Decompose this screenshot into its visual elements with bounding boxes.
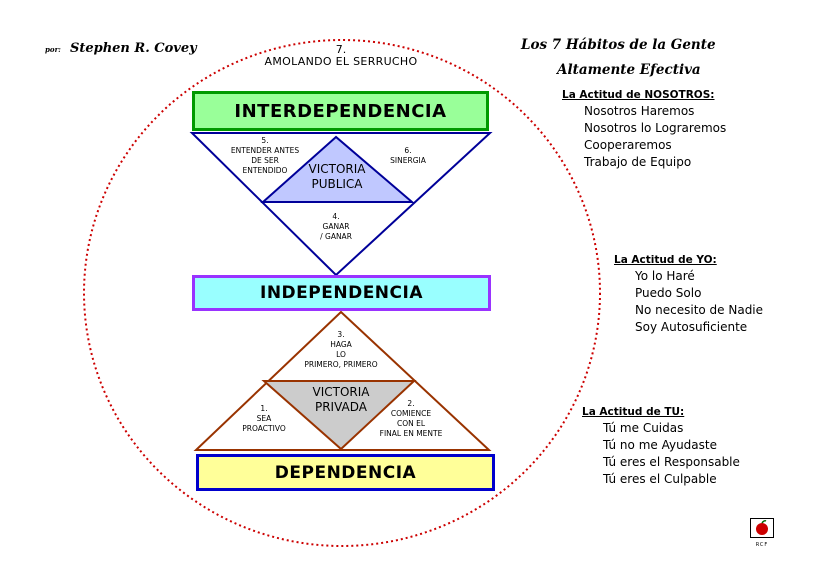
habit-1-line-1: SEA <box>256 414 272 423</box>
habit-6-label: 6. SINERGIA <box>375 146 441 166</box>
habit-5-line-3: ENTENDIDO <box>242 166 288 175</box>
actitud-tu-item: Tú no me Ayudaste <box>603 438 717 452</box>
actitud-tu-item: Tú me Cuidas <box>603 421 684 435</box>
actitud-yo-item: Soy Autosuficiente <box>635 320 748 334</box>
rcf-logo-caption: RCF <box>755 542 769 548</box>
actitud-tu: La Actitud de TU: Tú me Cuidas Tú no me … <box>582 406 740 488</box>
habit-4-line-2: / GANAR <box>320 232 352 241</box>
habit-2-line-3: FINAL EN MENTE <box>379 429 443 438</box>
habit-4-number: 4. <box>332 212 340 221</box>
victoria-publica-line-2: PUBLICA <box>311 177 363 191</box>
habit-5-number: 5. <box>261 136 269 145</box>
habit-2-line-1: COMIENCE <box>390 409 432 418</box>
actitud-yo: La Actitud de YO: Yo lo Haré Puedo Solo … <box>614 254 763 336</box>
actitud-yo-item: No necesito de Nadie <box>635 303 764 317</box>
dependencia-band: DEPENDENCIA <box>196 454 495 491</box>
title-line-1: Los 7 Hábitos de la Gente <box>521 37 716 53</box>
habit-3-line-1: HAGA <box>330 340 352 349</box>
habit-7-text: AMOLANDO EL SERRUCHO <box>264 55 418 68</box>
habit-3-number: 3. <box>337 330 345 339</box>
actitud-nosotros-item: Nosotros lo Lograremos <box>584 121 727 135</box>
author-name: Stephen R. Covey <box>69 41 197 56</box>
habit-1-label: 1. SEA PROACTIVO <box>234 404 294 434</box>
rcf-logo: RCF <box>750 518 774 548</box>
apple-icon <box>750 518 774 538</box>
habit-6-line-1: SINERGIA <box>390 156 426 165</box>
habit-2-line-2: CON EL <box>396 419 426 428</box>
habit-5-line-1: ENTENDER ANTES <box>230 146 300 155</box>
actitud-yo-heading: La Actitud de YO: <box>614 254 717 266</box>
independencia-band: INDEPENDENCIA <box>192 275 491 311</box>
habit-3-label: 3. HAGA LO PRIMERO, PRIMERO <box>289 330 393 370</box>
actitud-yo-item: Yo lo Haré <box>635 269 695 283</box>
victoria-publica-triangle <box>260 135 415 203</box>
upper-triangle <box>189 132 493 277</box>
actitud-tu-heading: La Actitud de TU: <box>582 406 685 418</box>
habit-1-number: 1. <box>260 404 268 413</box>
actitud-nosotros-item: Nosotros Haremos <box>584 104 695 118</box>
actitud-nosotros-item: Trabajo de Equipo <box>584 155 692 169</box>
habit-6-number: 6. <box>404 146 412 155</box>
actitud-nosotros-heading: La Actitud de NOSOTROS: <box>562 89 715 101</box>
victoria-privada-triangle <box>261 380 417 451</box>
victoria-privada-line-1: VICTORIA <box>312 385 370 399</box>
habit-4-label: 4. GANAR / GANAR <box>306 212 366 242</box>
victoria-privada-line-2: PRIVADA <box>314 400 367 414</box>
victoria-publica-line-1: VICTORIA <box>308 162 366 176</box>
actitud-yo-item: Puedo Solo <box>635 286 702 300</box>
habit-7-circle <box>83 39 601 547</box>
habit-5-label: 5. ENTENDER ANTES DE SER ENTENDIDO <box>218 136 312 176</box>
author: por: Stephen R. Covey <box>45 37 197 56</box>
actitud-nosotros-item: Cooperaremos <box>584 138 672 152</box>
title-line-2: Altamente Efectiva <box>557 62 701 78</box>
habit-5-line-2: DE SER <box>251 156 279 165</box>
habit-2-number: 2. <box>407 399 415 408</box>
habit-4-line-1: GANAR <box>322 222 350 231</box>
interdependencia-band: INTERDEPENDENCIA <box>192 91 489 131</box>
habit-3-line-3: PRIMERO, PRIMERO <box>304 360 378 369</box>
author-prefix: por: <box>45 45 61 54</box>
victoria-privada-label: VICTORIA PRIVADA <box>294 385 388 415</box>
actitud-tu-item: Tú eres el Responsable <box>603 455 740 469</box>
victoria-publica-label: VICTORIA PUBLICA <box>290 162 384 192</box>
habit-3-line-2: LO <box>336 350 346 359</box>
habit-2-label: 2. COMIENCE CON EL FINAL EN MENTE <box>373 399 449 439</box>
actitud-tu-item: Tú eres el Culpable <box>603 472 717 486</box>
habit-1-line-2: PROACTIVO <box>242 424 286 433</box>
habit-7-label: 7. AMOLANDO EL SERRUCHO <box>236 44 446 68</box>
actitud-nosotros: La Actitud de NOSOTROS: Nosotros Haremos… <box>562 89 726 171</box>
habit-7-number: 7. <box>335 43 347 56</box>
